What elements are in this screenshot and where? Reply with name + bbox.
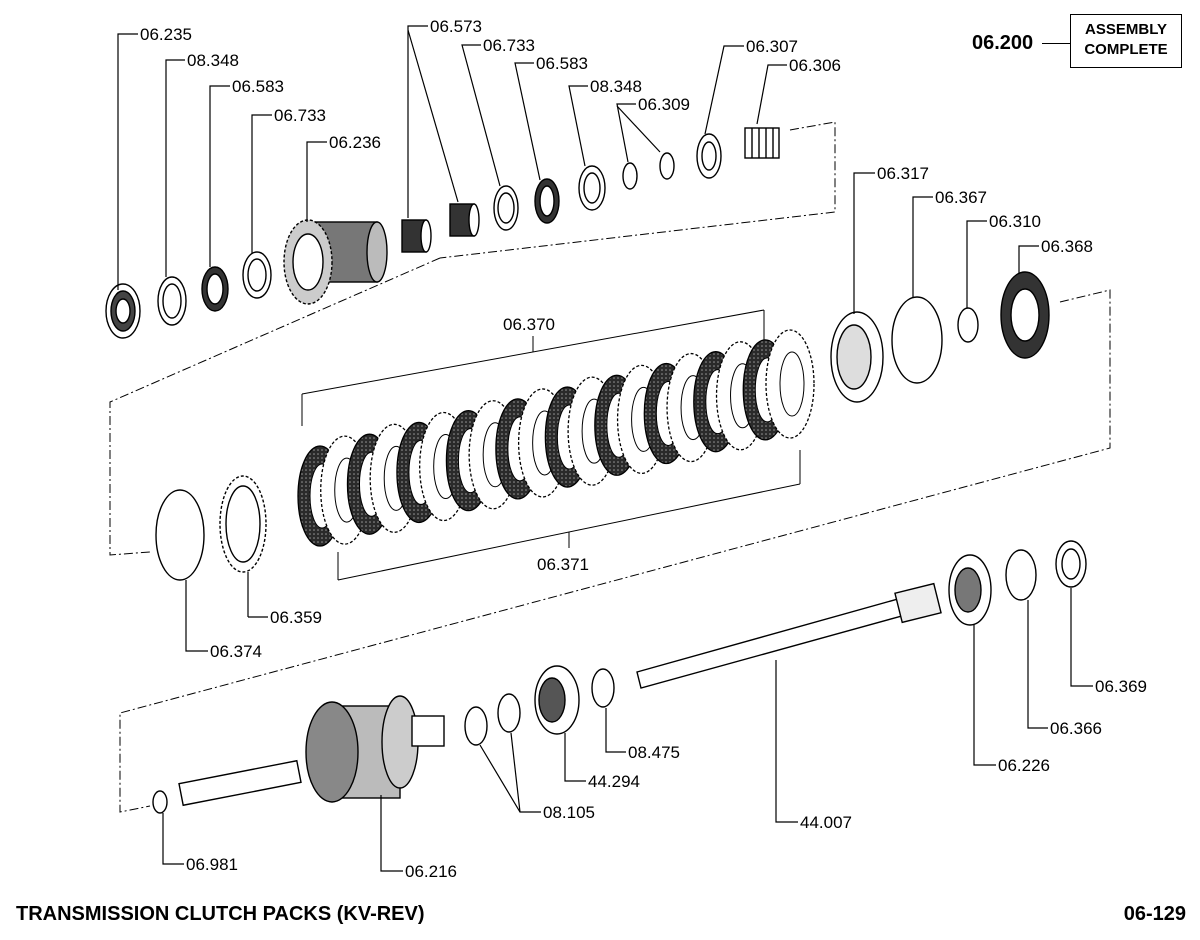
seal-rings-08-105	[464, 693, 521, 746]
page-title: TRANSMISSION CLUTCH PACKS (KV-REV)	[16, 903, 425, 925]
assembly-line-2: COMPLETE	[1084, 41, 1168, 58]
label-06-369: 06.369	[1095, 677, 1147, 696]
label-08-348-b: 08.348	[590, 77, 642, 96]
snap-ring-06-981	[152, 790, 168, 814]
clutch-housing-06-216	[178, 695, 445, 807]
bearing-44-294	[534, 665, 580, 735]
label-08-105: 08.105	[543, 803, 595, 822]
thrust-bearing-06-583-a	[201, 266, 229, 312]
label-06-583-b: 06.583	[536, 54, 588, 73]
seal-ring-08-475	[591, 668, 615, 708]
assembly-complete-box: ASSEMBLY COMPLETE	[1070, 14, 1182, 68]
assembly-leader	[1042, 43, 1070, 44]
ring-06-307	[696, 133, 722, 179]
bearing-06-235	[105, 283, 141, 339]
label-06-226: 06.226	[998, 756, 1050, 775]
thrust-bearing-06-583-b	[534, 178, 560, 224]
label-06-309: 06.309	[638, 95, 690, 114]
label-06-366: 06.366	[1050, 719, 1102, 738]
needle-bearing-06-573-b	[449, 203, 480, 237]
label-06-981: 06.981	[186, 855, 238, 874]
label-08-348-a: 08.348	[187, 51, 239, 70]
label-06-367: 06.367	[935, 188, 987, 207]
label-06-733-b: 06.733	[483, 36, 535, 55]
assembly-axis-lines	[109, 121, 1111, 813]
label-06-371: 06.371	[537, 555, 589, 574]
clutch-plate-stack	[297, 309, 815, 581]
retainer-06-369	[1055, 540, 1087, 588]
page-number: 06-129	[1123, 903, 1186, 925]
spring-06-306	[744, 127, 780, 159]
end-plate-06-359	[219, 475, 267, 573]
part-number-labels: 06.235 08.348 06.583 06.733 06.236 06.57…	[140, 17, 1147, 881]
bearing-06-226	[948, 554, 992, 626]
label-44-294: 44.294	[588, 772, 640, 791]
seal-ring-06-367	[891, 296, 943, 384]
washer-08-348-a	[157, 276, 187, 326]
label-06-310: 06.310	[989, 212, 1041, 231]
label-06-573: 06.573	[430, 17, 482, 36]
piston-06-368	[1000, 271, 1050, 359]
label-06-583-a: 06.583	[232, 77, 284, 96]
seal-ring-06-310	[957, 307, 979, 343]
label-44-007: 44.007	[800, 813, 852, 832]
gear-06-236	[283, 219, 388, 305]
label-06-307: 06.307	[746, 37, 798, 56]
snap-ring-06-366	[1005, 549, 1037, 601]
label-06-374: 06.374	[210, 642, 262, 661]
assembly-number: 06.200	[972, 32, 1034, 54]
snap-ring-06-374	[155, 489, 205, 581]
leader-lines	[117, 25, 1093, 872]
needle-bearing-06-573-a	[401, 219, 432, 253]
label-06-359: 06.359	[270, 608, 322, 627]
washer-06-733-b	[493, 185, 519, 231]
snap-rings-06-309	[622, 152, 675, 190]
washer-08-348-b	[578, 165, 606, 211]
label-06-733-a: 06.733	[274, 106, 326, 125]
assembly-line-1: ASSEMBLY	[1085, 21, 1167, 38]
label-06-370: 06.370	[503, 315, 555, 334]
label-06-236: 06.236	[329, 133, 381, 152]
label-08-475: 08.475	[628, 743, 680, 762]
washer-06-733-a	[242, 251, 272, 299]
label-06-368: 06.368	[1041, 237, 1093, 256]
piston-06-317	[830, 311, 884, 403]
label-06-306: 06.306	[789, 56, 841, 75]
shaft-44-007	[636, 582, 942, 689]
label-06-235: 06.235	[140, 25, 192, 44]
disc-bore	[779, 351, 805, 417]
label-06-216: 06.216	[405, 862, 457, 881]
label-06-317: 06.317	[877, 164, 929, 183]
